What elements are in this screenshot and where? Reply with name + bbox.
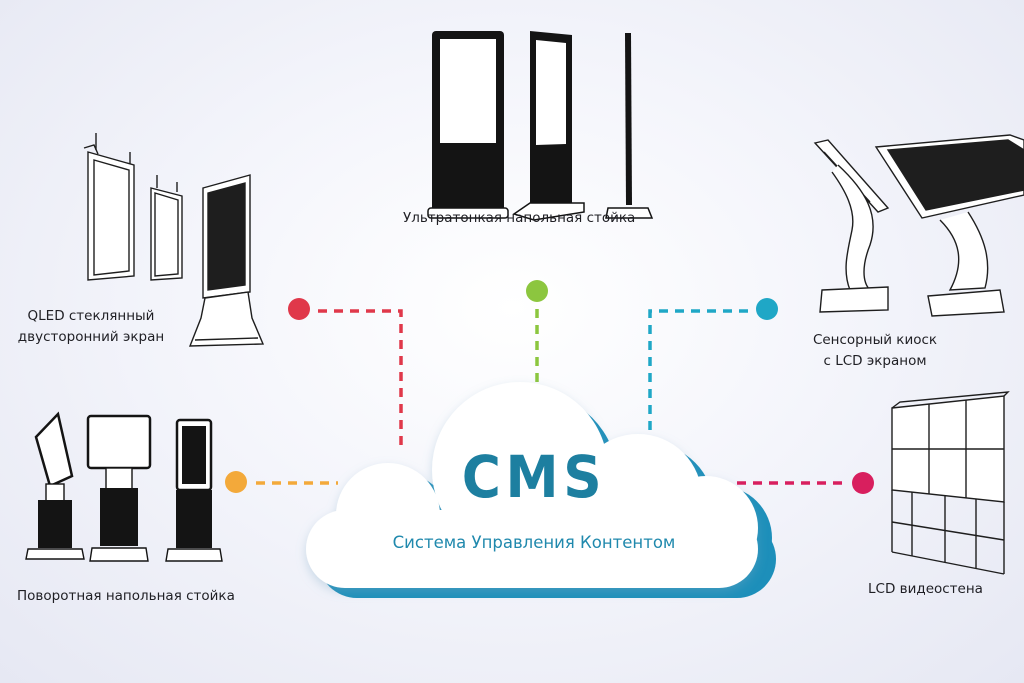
cloud-body	[306, 382, 758, 588]
lcd-videowall-illustration	[891, 391, 1010, 575]
qled-hanging-screen-large	[83, 133, 135, 281]
rotating-stand-landscape	[86, 414, 152, 562]
label-lcd-videowall: LCD видеостена	[868, 581, 983, 597]
connector-cyan	[648, 298, 778, 447]
label-qled-line2: двусторонний экран	[17, 329, 165, 345]
connector-dot-orange	[225, 471, 247, 493]
ultrathin-stand-front	[427, 31, 509, 219]
rotating-stand-portrait	[165, 418, 223, 562]
cms-subtitle: Система Управления Контентом	[392, 533, 676, 552]
connector-red	[288, 298, 403, 447]
label-kiosk-line1: Сенсорный киоск	[812, 332, 938, 348]
connector-dot-cyan	[756, 298, 778, 320]
connector-dot-green	[526, 280, 548, 302]
connector-orange	[225, 471, 338, 493]
label-ultrathin-stand: Ультратонкая напольная стойка	[403, 210, 636, 226]
connector-magenta	[737, 472, 874, 494]
rotating-stand-tilted	[25, 411, 85, 560]
connector-dot-magenta	[852, 472, 874, 494]
cms-title: CMS	[461, 443, 607, 511]
connector-dot-red	[288, 298, 310, 320]
cms-cloud	[306, 382, 776, 598]
touch-kiosk-large	[874, 134, 1024, 317]
ultrathin-stand-angle	[512, 31, 585, 221]
rotating-stands-illustration	[25, 411, 223, 562]
connector-green	[526, 280, 548, 392]
qled-screens-illustration	[83, 133, 265, 347]
ultrathin-stands-illustration	[427, 31, 654, 221]
touch-kiosks-illustration	[813, 134, 1024, 317]
qled-hanging-screen-small	[150, 175, 183, 281]
label-kiosk-line2: с LCD экраном	[823, 353, 927, 369]
ultrathin-stand-side	[605, 33, 654, 219]
touch-kiosk-small	[813, 139, 890, 313]
qled-standing-screen	[188, 174, 265, 347]
label-qled-line1: QLED стеклянный	[27, 308, 155, 324]
label-rotating-stand: Поворотная напольная стойка	[17, 588, 235, 604]
